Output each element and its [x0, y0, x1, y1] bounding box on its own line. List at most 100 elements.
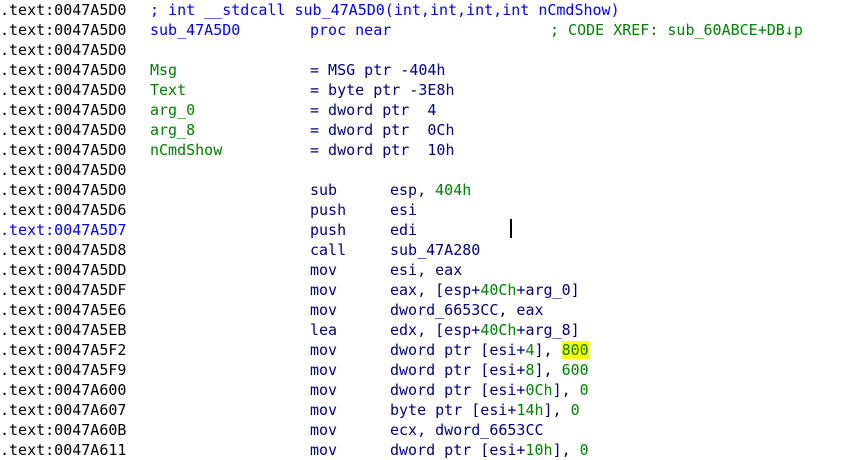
- register-operand[interactable]: ],: [552, 441, 580, 459]
- register-operand[interactable]: esi, eax: [390, 261, 463, 279]
- listing-line[interactable]: .text:0047A607 mov byte ptr [esi+14h], 0: [0, 400, 865, 420]
- instruction-mnemonic[interactable]: mov: [310, 301, 338, 319]
- line-address[interactable]: .text:0047A5D7: [0, 221, 127, 239]
- line-address[interactable]: .text:0047A5D0: [0, 101, 127, 119]
- register-operand[interactable]: eax, [esp+: [390, 281, 481, 299]
- line-address[interactable]: .text:0047A5DF: [0, 281, 127, 299]
- instruction-operands[interactable]: ecx, dword_6653CC: [390, 420, 544, 440]
- instruction-mnemonic[interactable]: sub: [310, 181, 338, 199]
- instruction-mnemonic[interactable]: mov: [310, 341, 338, 359]
- numeric-operand[interactable]: 404h: [435, 181, 472, 199]
- line-address[interactable]: .text:0047A5F2: [0, 341, 127, 359]
- line-address[interactable]: .text:0047A607: [0, 401, 127, 419]
- numeric-operand[interactable]: 0: [579, 441, 589, 459]
- listing-line[interactable]: .text:0047A5D0: [0, 160, 865, 180]
- stack-var-name[interactable]: Text: [150, 81, 187, 99]
- listing-line[interactable]: .text:0047A5E6 mov dword_6653CC, eax: [0, 300, 865, 320]
- register-operand[interactable]: byte ptr [esi+: [390, 401, 517, 419]
- line-address[interactable]: .text:0047A5D6: [0, 201, 127, 219]
- register-operand[interactable]: ],: [534, 361, 562, 379]
- line-address[interactable]: .text:0047A5D0: [0, 1, 127, 19]
- line-address[interactable]: .text:0047A5D0: [0, 81, 127, 99]
- line-address[interactable]: .text:0047A5F9: [0, 361, 127, 379]
- listing-line[interactable]: .text:0047A5EB lea edx, [esp+40Ch+arg_8]: [0, 320, 865, 340]
- instruction-mnemonic[interactable]: mov: [310, 261, 338, 279]
- register-operand[interactable]: edx, [esp+: [390, 321, 481, 339]
- line-address[interactable]: .text:0047A600: [0, 381, 127, 399]
- numeric-operand[interactable]: 8: [525, 361, 535, 379]
- instruction-operands[interactable]: dword ptr [esi+8], 600: [390, 360, 589, 380]
- instruction-operands[interactable]: edi: [390, 220, 417, 240]
- listing-line[interactable]: .text:0047A60B mov ecx, dword_6653CC: [0, 420, 865, 440]
- numeric-operand[interactable]: 0: [570, 401, 580, 419]
- line-address[interactable]: .text:0047A5DD: [0, 261, 127, 279]
- numeric-operand[interactable]: 4: [525, 341, 535, 359]
- instruction-operands[interactable]: eax, [esp+40Ch+arg_0]: [390, 280, 580, 300]
- register-operand[interactable]: dword ptr [esi+: [390, 381, 526, 399]
- line-address[interactable]: .text:0047A60B: [0, 421, 127, 439]
- line-address[interactable]: .text:0047A5D0: [0, 61, 127, 79]
- line-address[interactable]: .text:0047A5D0: [0, 41, 127, 59]
- listing-line[interactable]: .text:0047A5F9 mov dword ptr [esi+8], 600: [0, 360, 865, 380]
- instruction-operands[interactable]: dword ptr [esi+0Ch], 0: [390, 380, 589, 400]
- register-operand[interactable]: edi: [390, 221, 418, 239]
- instruction-operands[interactable]: dword_6653CC, eax: [390, 300, 544, 320]
- register-operand[interactable]: esp,: [390, 181, 436, 199]
- register-operand[interactable]: ],: [534, 341, 562, 359]
- numeric-operand[interactable]: 0Ch: [525, 381, 553, 399]
- instruction-operands[interactable]: esp, 404h: [390, 180, 471, 200]
- register-operand[interactable]: ],: [552, 381, 580, 399]
- line-address[interactable]: .text:0047A5D0: [0, 21, 127, 39]
- instruction-operands[interactable]: sub_47A280: [390, 240, 480, 260]
- instruction-mnemonic[interactable]: lea: [310, 321, 338, 339]
- register-operand[interactable]: dword ptr [esi+: [390, 441, 526, 459]
- line-address[interactable]: .text:0047A5E6: [0, 301, 127, 319]
- instruction-mnemonic[interactable]: mov: [310, 381, 338, 399]
- listing-line[interactable]: .text:0047A5D7 push edi: [0, 220, 865, 240]
- numeric-operand[interactable]: 14h: [516, 401, 544, 419]
- instruction-mnemonic[interactable]: mov: [310, 421, 338, 439]
- numeric-operand[interactable]: 0: [579, 381, 589, 399]
- instruction-operands[interactable]: dword ptr [esi+4], 800: [390, 340, 589, 360]
- register-operand[interactable]: ],: [543, 401, 571, 419]
- line-address[interactable]: .text:0047A5EB: [0, 321, 127, 339]
- instruction-operands[interactable]: edx, [esp+40Ch+arg_8]: [390, 320, 580, 340]
- listing-line[interactable]: .text:0047A5DD mov esi, eax: [0, 260, 865, 280]
- instruction-mnemonic[interactable]: push: [310, 221, 347, 239]
- instruction-mnemonic[interactable]: call: [310, 241, 347, 259]
- line-address[interactable]: .text:0047A5D0: [0, 121, 127, 139]
- line-address[interactable]: .text:0047A611: [0, 441, 127, 459]
- numeric-operand[interactable]: 600: [561, 361, 589, 379]
- register-operand[interactable]: dword ptr [esi+: [390, 361, 526, 379]
- proc-name[interactable]: sub_47A5D0: [150, 21, 241, 39]
- instruction-mnemonic[interactable]: mov: [310, 441, 338, 459]
- register-operand[interactable]: esi: [390, 201, 418, 219]
- line-address[interactable]: .text:0047A5D0: [0, 161, 127, 179]
- stack-var-name[interactable]: arg_8: [150, 121, 196, 139]
- listing-line[interactable]: .text:0047A5D0: [0, 40, 865, 60]
- register-operand[interactable]: ecx, dword_6653CC: [390, 421, 544, 439]
- instruction-operands[interactable]: dword ptr [esi+10h], 0: [390, 440, 589, 460]
- stack-var-name[interactable]: arg_0: [150, 101, 196, 119]
- listing-line[interactable]: .text:0047A5DF mov eax, [esp+40Ch+arg_0]: [0, 280, 865, 300]
- register-operand[interactable]: +arg_8]: [516, 321, 580, 339]
- instruction-mnemonic[interactable]: push: [310, 201, 347, 219]
- instruction-mnemonic[interactable]: mov: [310, 361, 338, 379]
- listing-line[interactable]: .text:0047A5F2 mov dword ptr [esi+4], 800: [0, 340, 865, 360]
- stack-var-name[interactable]: Msg: [150, 61, 178, 79]
- instruction-operands[interactable]: esi, eax: [390, 260, 462, 280]
- numeric-operand[interactable]: 10h: [525, 441, 553, 459]
- listing-line[interactable]: .text:0047A5D6 push esi: [0, 200, 865, 220]
- instruction-mnemonic[interactable]: mov: [310, 401, 338, 419]
- numeric-operand[interactable]: 40Ch: [480, 321, 517, 339]
- line-address[interactable]: .text:0047A5D0: [0, 141, 127, 159]
- instruction-mnemonic[interactable]: mov: [310, 281, 338, 299]
- listing-line[interactable]: .text:0047A611 mov dword ptr [esi+10h], 0: [0, 440, 865, 460]
